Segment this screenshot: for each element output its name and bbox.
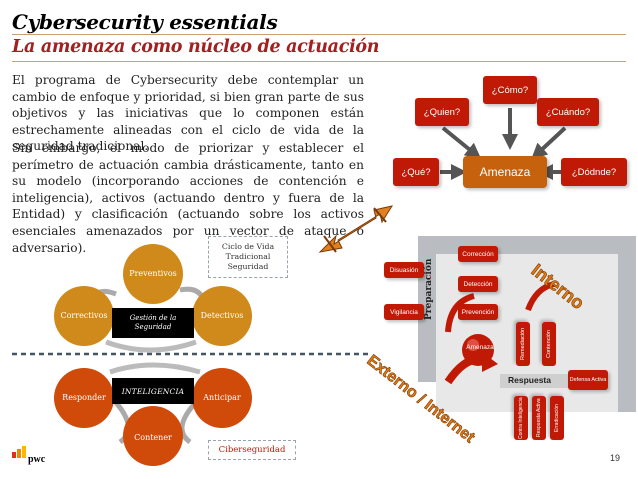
security-cycle-diagram: Preventivos Detectivos Correctivos Respo… xyxy=(0,232,380,476)
connector-arrow xyxy=(318,205,394,253)
question-cuando: ¿Cuándo? xyxy=(537,98,599,126)
stage-detectivos: Detectivos xyxy=(200,311,244,320)
stage-responder: Responder xyxy=(62,393,106,402)
core-inteligencia: INTELIGENCIA xyxy=(112,378,194,404)
page-title: Cybersecurity essentials xyxy=(12,10,278,34)
item-disuasion: Disuasión xyxy=(384,262,424,278)
item-correccion: Corrección xyxy=(458,246,498,262)
divider xyxy=(12,34,626,35)
label-ciberseguridad: Ciberseguridad xyxy=(208,440,296,460)
question-como: ¿Cómo? xyxy=(483,76,537,104)
stage-preventivos: Preventivos xyxy=(129,269,177,278)
question-que: ¿Qué? xyxy=(393,158,439,186)
item-contra-inteligencia: Contra Inteligencia xyxy=(514,396,528,440)
stage-anticipar: Anticipar xyxy=(203,393,241,402)
label-respuesta: Respuesta xyxy=(508,375,551,385)
page-number: 19 xyxy=(609,453,620,463)
cycle-shapes xyxy=(12,244,370,466)
core-gestion-seguridad: Gestión de la Seguridad xyxy=(112,308,194,338)
divider xyxy=(12,61,626,62)
stage-contener: Contener xyxy=(134,433,172,442)
item-respuesta-activa: Respuesta Activa xyxy=(532,396,546,440)
question-donde: ¿Dódnde? xyxy=(561,158,627,186)
threat-diagram: ¿Cómo? ¿Quien? ¿Cuándo? ¿Qué? Amenaza ¿D… xyxy=(385,72,635,212)
page-subtitle: La amenaza como núcleo de actuación xyxy=(12,37,380,57)
pwc-logo-icon xyxy=(12,443,26,458)
label-preparacion: Preparación xyxy=(424,258,434,320)
item-vigilancia: Vigilancia xyxy=(384,304,424,320)
question-quien: ¿Quien? xyxy=(415,98,469,126)
item-deteccion: Detección xyxy=(458,276,498,292)
item-remediacion: Remediación xyxy=(516,322,530,366)
item-contencion: Contención xyxy=(542,322,556,366)
paragraph-intro: El programa de Cybersecurity debe contem… xyxy=(12,73,364,154)
paragraph-details: Sin embargo, el modo de priorizar y esta… xyxy=(12,141,364,255)
security-model-graphic: Corrección Disuasión Detección Vigilanci… xyxy=(363,232,636,448)
label-ciclo-tradicional: Ciclo de Vida Tradicional Seguridad xyxy=(208,236,288,278)
amenaza-center: Amenaza xyxy=(463,156,547,188)
stage-correctivos: Correctivos xyxy=(60,311,108,320)
item-defensa-activa: Defensa Activa xyxy=(568,370,608,390)
item-prevencion: Prevención xyxy=(458,304,498,320)
item-amenaza: Amenaza xyxy=(466,343,494,351)
pwc-logo: pwc xyxy=(28,454,46,465)
threat-arrows xyxy=(440,108,567,180)
item-erradicacion: Erradicación xyxy=(550,396,564,440)
